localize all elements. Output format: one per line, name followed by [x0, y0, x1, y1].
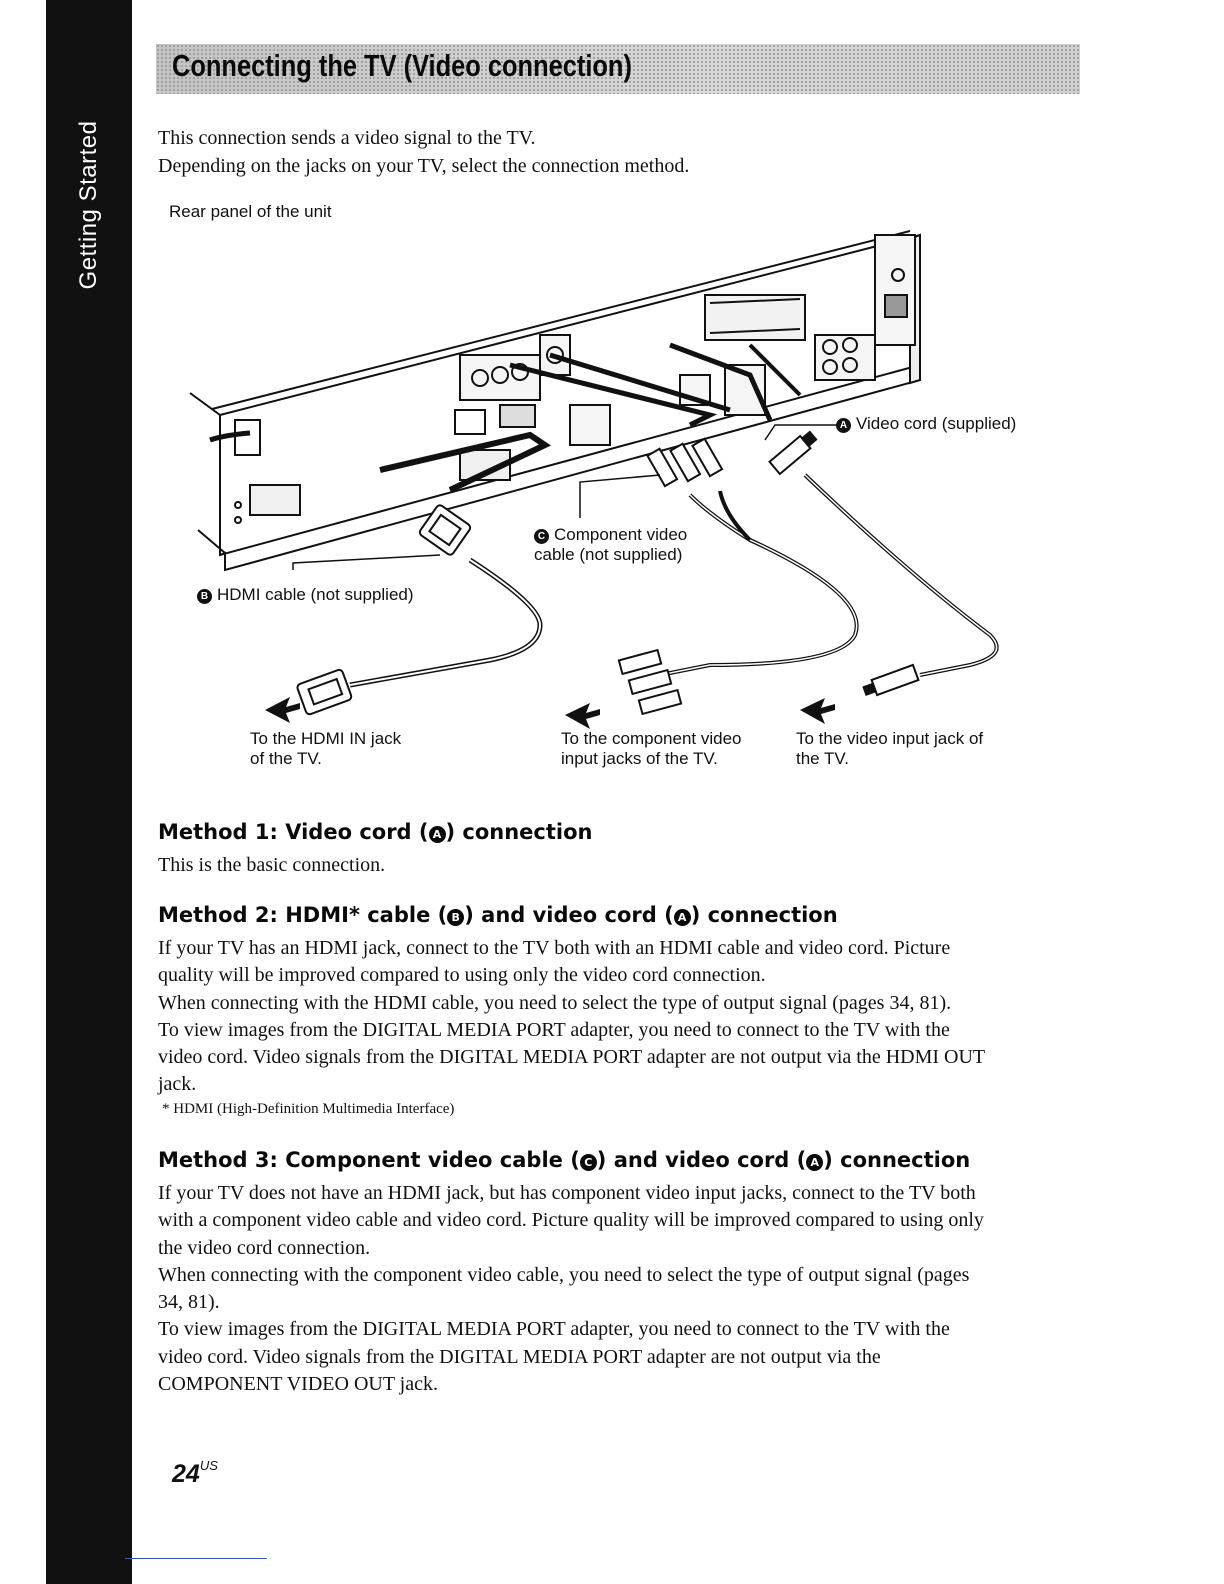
component-jack-y [471, 369, 489, 387]
callout-b-text: HDMI cable (not supplied) [217, 585, 414, 604]
lan-jack [454, 409, 486, 435]
dest-component-line2: input jacks of the TV. [561, 749, 718, 768]
method1-heading-post: ) connection [445, 820, 593, 844]
section-title-bar: Connecting the TV (Video connection) [156, 44, 1080, 94]
arrow-video [800, 698, 835, 724]
arrow-component [565, 703, 600, 729]
intro-line-2: Depending on the jacks on your TV, selec… [158, 155, 690, 177]
dest-video-line2: the TV. [796, 749, 849, 768]
callout-c-line1: Component video [554, 525, 688, 544]
method2-heading-pre: Method 2: HDMI* cable ( [158, 903, 448, 927]
method1-heading-pre: Method 1: Video cord ( [158, 820, 429, 844]
video-out-jack [546, 346, 564, 364]
method2-line-4: To view images from the DIGITAL MEDIA PO… [158, 1018, 950, 1041]
callout-line-c [579, 474, 661, 518]
method1-body-line: This is the basic connection. [158, 854, 386, 876]
video-plug-unit [768, 430, 818, 476]
hdmi-plug-tv [296, 668, 353, 716]
method3-body: If your TV does not have an HDMI jack, b… [158, 1180, 1083, 1398]
connection-diagram: Rear panel of the unit A Video cord (supp… [150, 195, 1080, 785]
method2-line-5: video cord. Video signals from the DIGIT… [158, 1046, 986, 1069]
method3-heading-mid: ) and video cord ( [596, 1148, 807, 1172]
method2-line-6: jack. [158, 1073, 197, 1096]
callout-a-text: Video cord (supplied) [856, 414, 1017, 433]
callout-component-cable: C Component video cable (not supplied) [534, 525, 687, 565]
method2-heading: Method 2: HDMI* cable (B) and video cord… [158, 903, 838, 927]
hdmi-route-line [379, 431, 552, 493]
intro-line-1: This connection sends a video signal to … [158, 127, 536, 149]
callout-line-b [292, 554, 441, 570]
method2-heading-post: ) connection [690, 903, 838, 927]
method2-line-3: When connecting with the HDMI cable, you… [158, 991, 952, 1014]
section-label: Getting Started [75, 120, 102, 290]
dest-hdmi-line2: of the TV. [250, 749, 322, 768]
method3-line-7: video cord. Video signals from the DIGIT… [158, 1345, 881, 1368]
hdmi-cable [349, 557, 543, 688]
hdmi-plug-unit [418, 504, 472, 556]
method1-body: This is the basic connection. [158, 852, 1083, 879]
bottom-rule [125, 1558, 267, 1559]
page-number: 24US [172, 1458, 218, 1489]
dest-video-line1: To the video input jack of [796, 729, 984, 748]
component-cable [659, 493, 859, 677]
page-number-value: 24 [172, 1460, 200, 1488]
intro-text: This connection sends a video signal to … [158, 124, 689, 180]
method2-heading-mid: ) and video cord ( [464, 903, 674, 927]
dest-hdmi-label: To the HDMI IN jack of the TV. [250, 729, 401, 769]
page-number-suffix: US [199, 1458, 218, 1473]
page-title: Connecting the TV (Video connection) [172, 48, 632, 83]
rear-panel-illustration [189, 230, 999, 729]
method1-bullet-a: A [428, 826, 446, 843]
method3-line-2: with a component video cable and video c… [158, 1209, 984, 1232]
callout-c-line2: cable (not supplied) [534, 545, 683, 564]
callout-hdmi-cable: B HDMI cable (not supplied) [197, 585, 414, 605]
method3-line-8: COMPONENT VIDEO OUT jack. [158, 1373, 438, 1396]
video-cord [803, 473, 999, 677]
method2-bullet-a: A [673, 909, 691, 926]
method3-line-3: the video cord connection. [158, 1236, 371, 1259]
callout-a-bullet: A [836, 418, 851, 433]
method3-line-6: To view images from the DIGITAL MEDIA PO… [158, 1318, 950, 1341]
callout-video-cord: A Video cord (supplied) [836, 414, 1016, 434]
method3-line-5: 34, 81). [158, 1291, 220, 1314]
method3-line-1: If your TV does not have an HDMI jack, b… [158, 1182, 976, 1204]
method3-bullet-a: A [806, 1154, 824, 1171]
component-plugs-tv [617, 648, 683, 716]
method3-heading: Method 3: Component video cable (C) and … [158, 1148, 970, 1172]
callout-b-bullet: B [197, 589, 212, 604]
method2-line-1: If your TV has an HDMI jack, connect to … [158, 937, 951, 959]
method2-body: If your TV has an HDMI jack, connect to … [158, 935, 1083, 1099]
side-tab [46, 0, 132, 1584]
rear-panel-label: Rear panel of the unit [169, 202, 332, 221]
dest-component-label: To the component video input jacks of th… [561, 729, 742, 769]
hdmi-out-jack [499, 404, 536, 428]
unit-rear-panel [219, 233, 921, 557]
dest-video-label: To the video input jack of the TV. [796, 729, 983, 769]
video-plug-tv [862, 663, 920, 697]
arrow-hdmi [265, 697, 300, 723]
hdmi-footnote: * HDMI (High-Definition Multimedia Inter… [162, 1101, 455, 1117]
component-jack-pb [491, 366, 509, 384]
power-inlet [234, 419, 261, 456]
callout-line-a [764, 424, 840, 441]
method3-bullet-c: C [579, 1154, 597, 1171]
method3-heading-post: ) connection [823, 1148, 971, 1172]
method1-heading: Method 1: Video cord (A) connection [158, 820, 593, 844]
component-plugs-unit [646, 437, 724, 488]
method2-line-2: quality will be improved compared to usi… [158, 964, 766, 987]
dest-hdmi-line1: To the HDMI IN jack [250, 729, 402, 748]
callout-c-bullet: C [534, 529, 549, 544]
method2-bullet-b: B [447, 909, 465, 926]
method3-line-4: When connecting with the component video… [158, 1263, 970, 1286]
dest-component-line1: To the component video [561, 729, 742, 748]
method3-heading-pre: Method 3: Component video cable ( [158, 1148, 580, 1172]
